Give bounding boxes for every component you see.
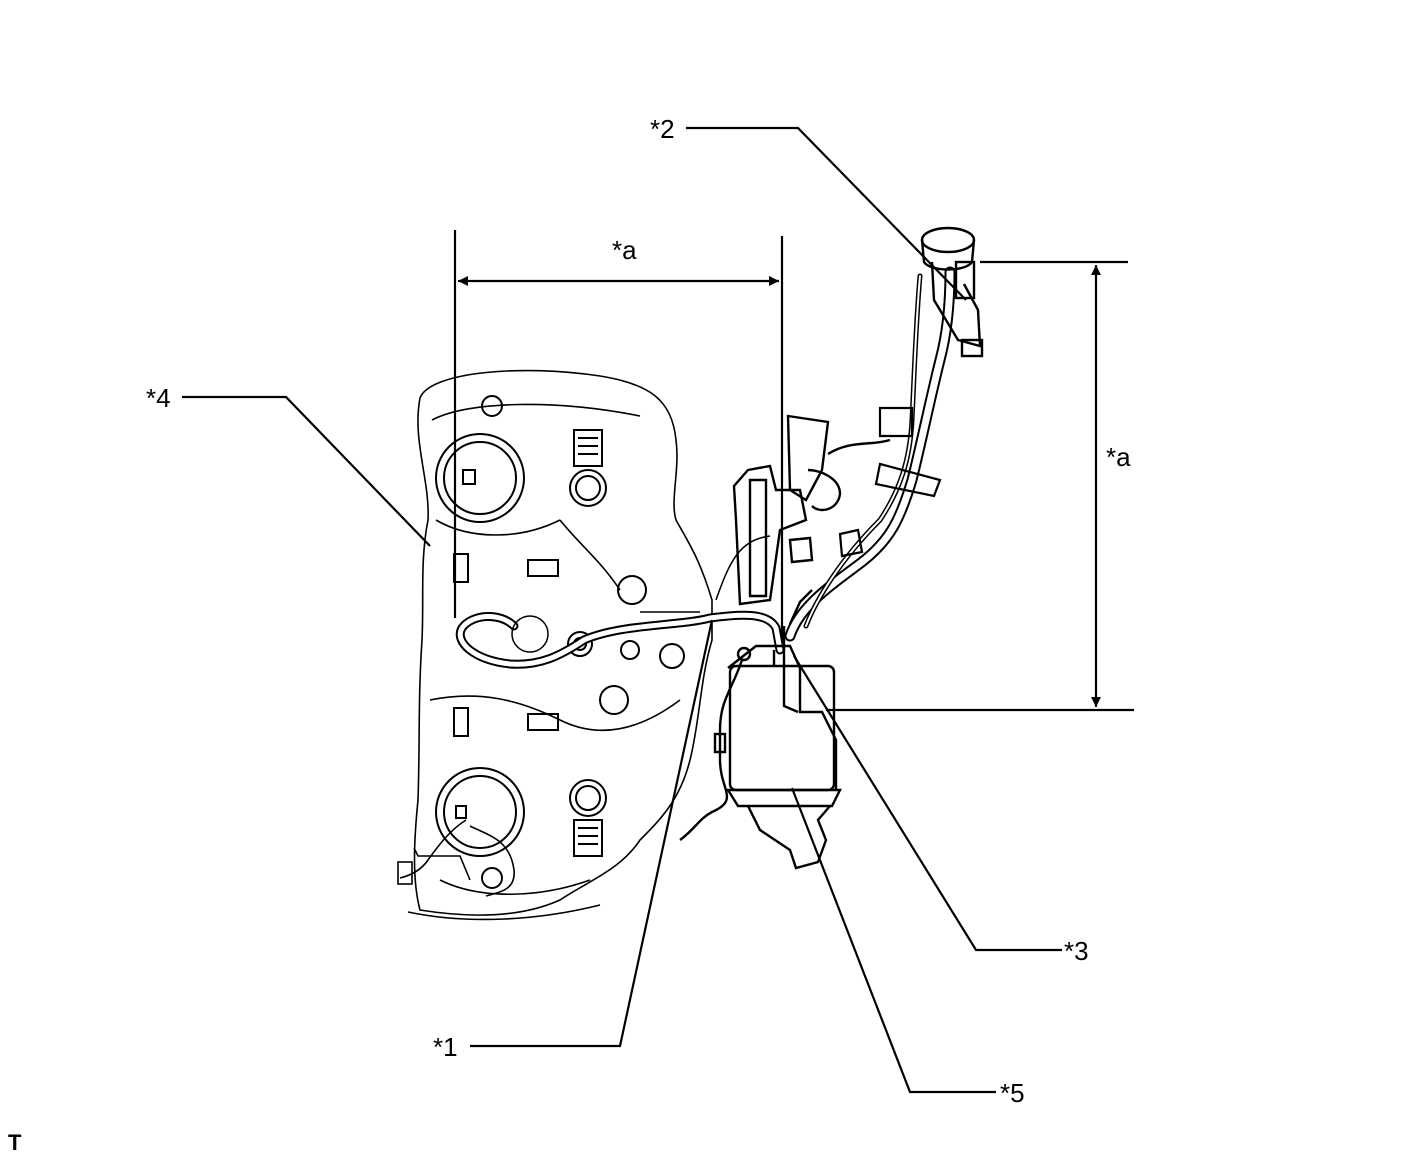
leader-line-5 bbox=[790, 787, 996, 1094]
charcoal-canister bbox=[679, 644, 842, 870]
fuel-pump-unit-lower bbox=[435, 767, 525, 857]
fuel-tank-breather-tube bbox=[803, 273, 923, 629]
fuel-filler-cap bbox=[920, 226, 984, 358]
tank-vent-tube bbox=[511, 535, 771, 653]
callout-3-label: *3 bbox=[1064, 936, 1089, 966]
leader-line-3 bbox=[793, 655, 1062, 952]
dimension-horizontal-label: *a bbox=[612, 235, 637, 265]
fuel-tank bbox=[407, 369, 713, 921]
callout-4-label: *4 bbox=[146, 383, 171, 413]
leader-lines bbox=[182, 126, 1062, 1094]
callout-5-label: *5 bbox=[1000, 1078, 1025, 1108]
leader-line-2 bbox=[686, 126, 967, 301]
dimension-vertical-label: *a bbox=[1106, 442, 1131, 472]
fuel-tank-filler-pipe bbox=[784, 266, 956, 642]
dimension-horizontal bbox=[453, 230, 784, 640]
corner-mark: T bbox=[8, 1130, 22, 1155]
leader-line-1 bbox=[470, 619, 714, 1048]
vapor-tube-bracket-assembly bbox=[732, 414, 891, 714]
callout-2-label: *2 bbox=[650, 114, 675, 144]
leader-line-4 bbox=[182, 395, 431, 547]
tank-bosses bbox=[453, 395, 685, 889]
wire-harness bbox=[397, 819, 515, 897]
filler-pipe-brackets bbox=[838, 406, 942, 558]
dimension-vertical bbox=[826, 260, 1134, 712]
fuel-pump-unit-upper bbox=[435, 433, 525, 523]
callout-1-label: *1 bbox=[433, 1032, 458, 1062]
